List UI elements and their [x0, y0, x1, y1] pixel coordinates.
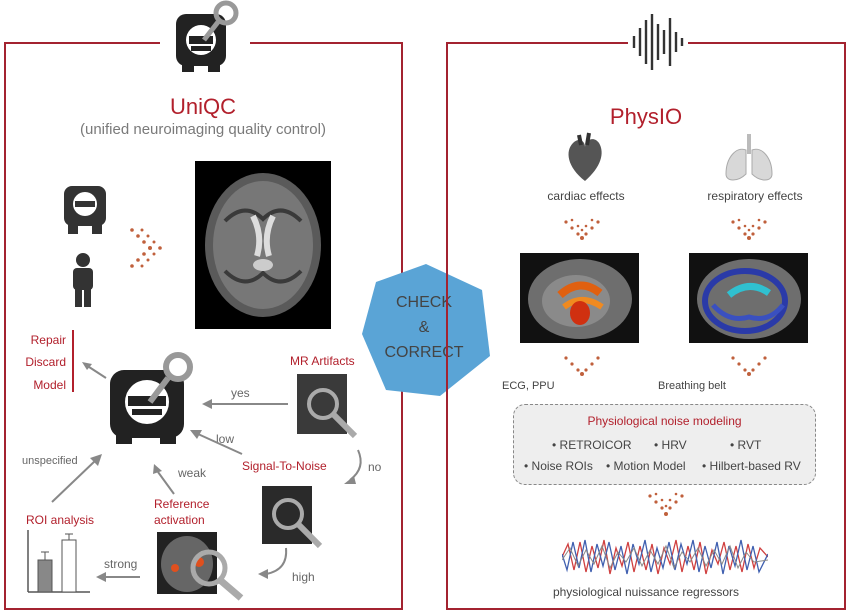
check-label: CHECK — [395, 294, 452, 311]
heart-icon — [563, 131, 607, 188]
arrow-high — [256, 546, 296, 587]
arrow-low — [188, 428, 244, 461]
respiratory-sagittal-image — [689, 253, 808, 343]
method-hilbert-rv: Hilbert-based RV — [702, 459, 801, 473]
reference-activation-line2: activation — [154, 513, 205, 527]
activation-thumbnail — [157, 532, 244, 601]
high-label: high — [292, 570, 315, 584]
correct-label: CORRECT — [384, 344, 464, 361]
ampersand-label: & — [418, 319, 430, 336]
arrow-yes — [200, 397, 290, 416]
scanner-magnifier-logo — [160, 0, 250, 80]
chevron-down-icon-cardiac — [562, 218, 602, 251]
ecg-ppu-label: ECG, PPU — [502, 380, 555, 392]
brain-mri-image — [195, 161, 331, 329]
cardiac-effects-label: cardiac effects — [547, 189, 625, 203]
person-icon — [68, 253, 98, 313]
roi-analysis-label: ROI analysis — [26, 513, 95, 527]
roi-bar-plot — [24, 530, 94, 601]
method-noise-rois: Noise ROIs — [524, 459, 593, 473]
uniqc-title: UniQC — [169, 94, 236, 119]
lungs-icon — [722, 134, 776, 189]
repair-label: Repair — [30, 333, 66, 347]
chevron-down-icon-regressors — [646, 492, 686, 529]
discard-label: Discard — [25, 355, 66, 369]
weak-label: weak — [178, 466, 207, 480]
noise-modeling-title: Physiological noise modeling — [587, 414, 742, 428]
uniqc-subtitle: (unified neuroimaging quality control) — [80, 121, 326, 138]
model-label: Model — [33, 378, 66, 392]
method-hrv: HRV — [654, 438, 687, 452]
arrow-unspecified — [48, 452, 104, 509]
yes-label: yes — [231, 386, 250, 400]
chevron-down-icon-ecg — [562, 354, 602, 387]
strong-label: strong — [104, 557, 138, 571]
method-motion-model: Motion Model — [606, 459, 686, 473]
scanner-qc-icon — [104, 352, 200, 453]
physio-title: PhysIO — [609, 104, 683, 129]
chevron-down-icon-belt — [729, 354, 769, 387]
arrow-strong — [94, 570, 142, 589]
unspecified-label: unspecified — [22, 455, 78, 467]
reference-activation-line1: Reference — [154, 497, 210, 511]
low-label: low — [216, 432, 235, 446]
regressor-waveforms — [561, 534, 769, 585]
cardiac-sagittal-image — [520, 253, 639, 343]
breathing-belt-label: Breathing belt — [658, 380, 726, 392]
arrow-to-actions — [80, 360, 110, 387]
method-rvt: RVT — [730, 438, 762, 452]
actions-bracket — [72, 330, 74, 392]
respiratory-effects-label: respiratory effects — [707, 189, 803, 203]
scanner-icon — [58, 184, 114, 241]
snr-thumbnail — [262, 486, 323, 549]
signal-to-noise-label: Signal-To-Noise — [242, 459, 327, 473]
mr-artifacts-label: MR Artifacts — [290, 354, 355, 368]
arrow-no — [340, 448, 370, 493]
chevron-down-icon-respiratory — [729, 218, 769, 251]
artifact-thumbnail — [297, 374, 358, 439]
regressors-label: physiological nuissance regressors — [552, 585, 740, 599]
no-label: no — [368, 460, 382, 474]
method-retroicor: RETROICOR — [552, 438, 632, 452]
arrow-weak — [148, 462, 178, 501]
chevron-right-icon — [128, 226, 164, 275]
waveform-logo — [628, 10, 688, 72]
check-correct-hexagon — [356, 260, 496, 405]
